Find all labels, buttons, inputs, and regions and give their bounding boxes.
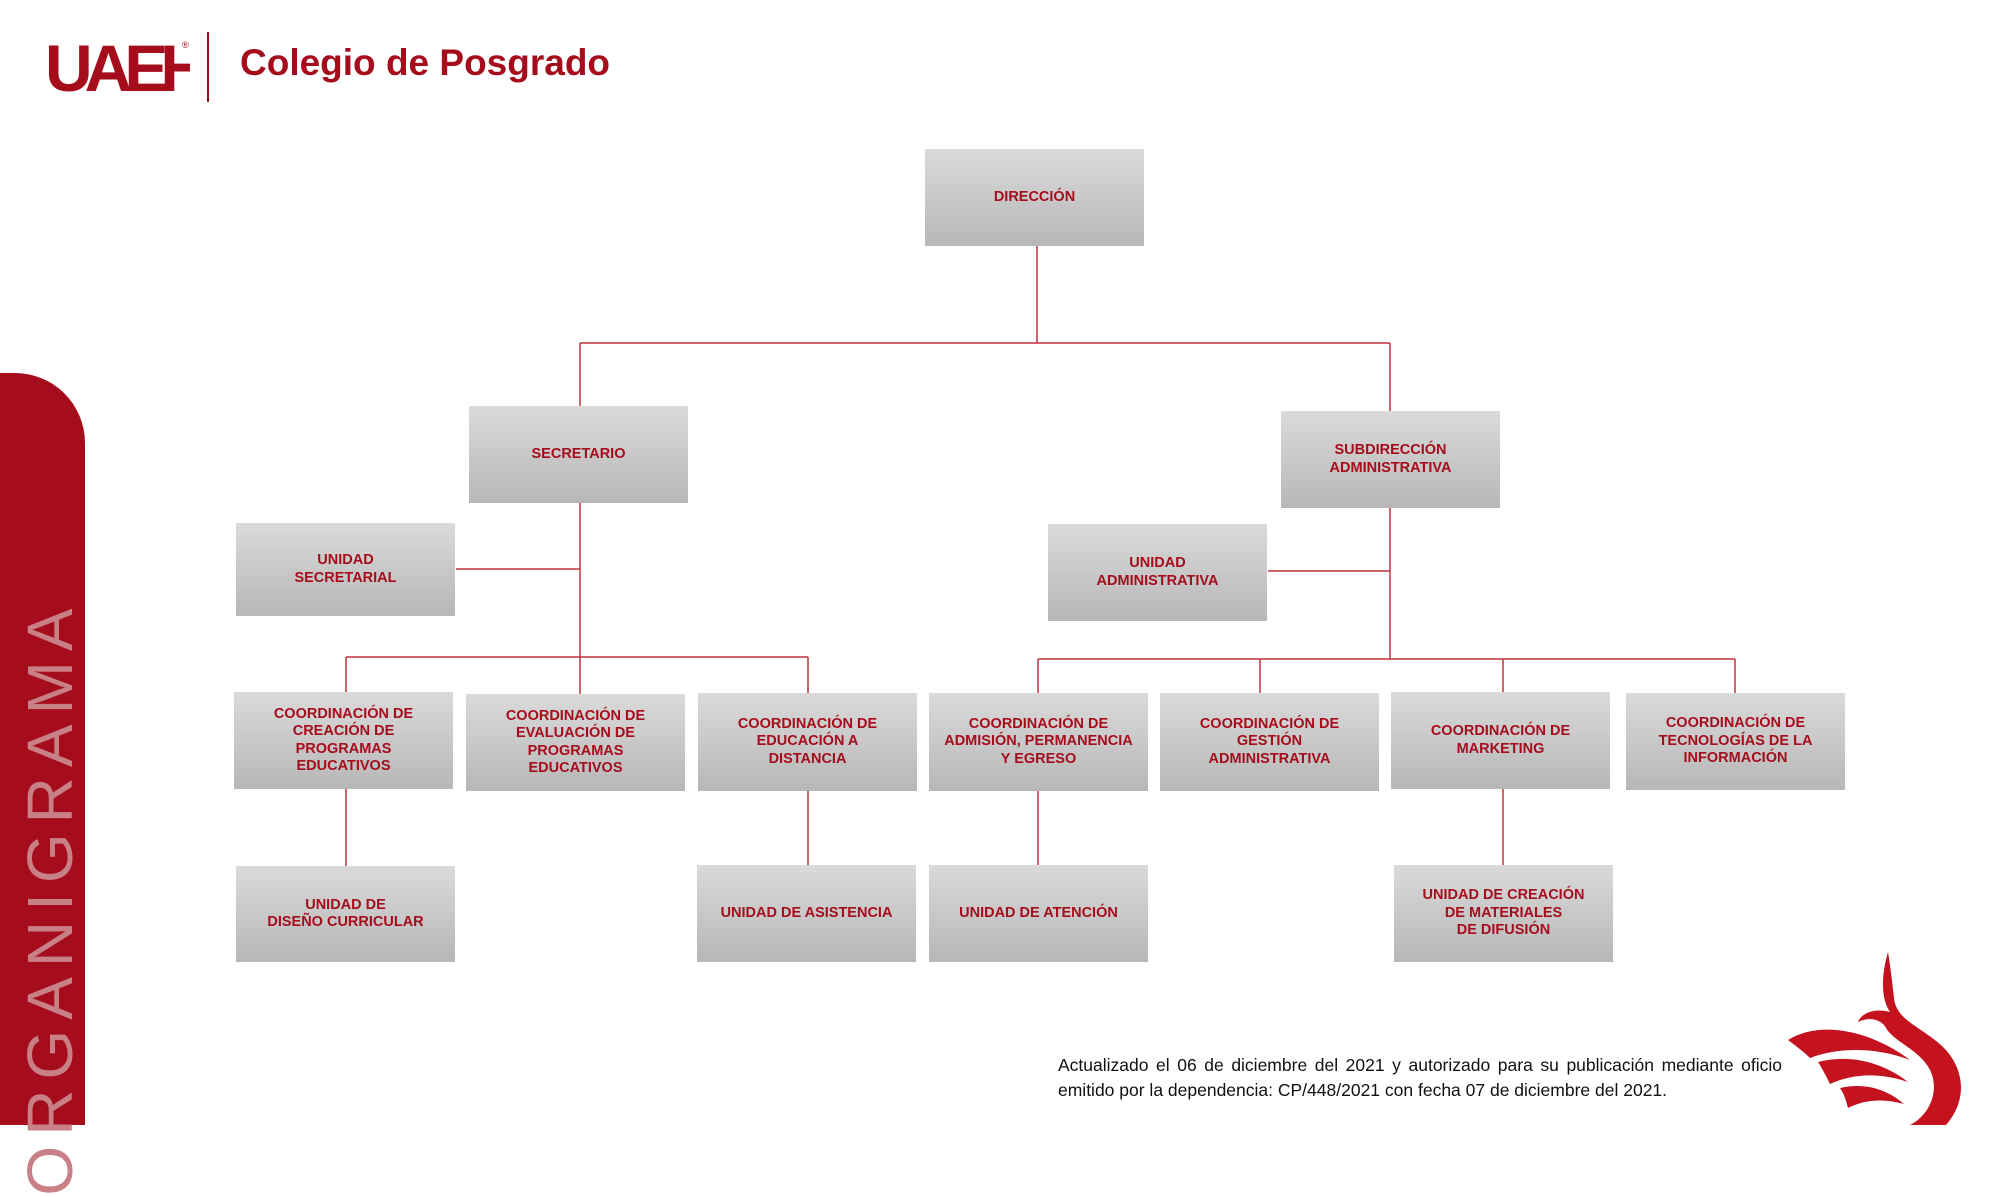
node-label: UNIDAD SECRETARIAL <box>294 552 397 586</box>
node-label: COORDINACIÓN DE EDUCACIÓN A DISTANCIA <box>737 715 878 767</box>
connector-lines <box>345 246 1736 866</box>
node-unidad-materiales: UNIDAD DE CREACIÓN DE MATERIALES DE DIFU… <box>1394 865 1613 962</box>
node-label: UNIDAD DE DISEÑO CURRICULAR <box>267 896 424 930</box>
node-label: UNIDAD DE ASISTENCIA <box>720 904 893 921</box>
node-label: SUBDIRECCIÓN ADMINISTRATIVA <box>1329 442 1452 476</box>
node-label: COORDINACIÓN DE ADMISIÓN, PERMANENCIA Y … <box>944 715 1133 767</box>
node-label: UNIDAD DE CREACIÓN DE MATERIALES DE DIFU… <box>1422 887 1585 939</box>
node-unidad-atencion: UNIDAD DE ATENCIÓN <box>929 865 1148 962</box>
node-label: SECRETARIO <box>531 445 626 462</box>
logo-text: UAEH <box>45 36 190 98</box>
node-coord-gestion: COORDINACIÓN DE GESTIÓN ADMINISTRATIVA <box>1160 693 1379 791</box>
node-coord-marketing: COORDINACIÓN DE MARKETING <box>1391 692 1610 789</box>
node-coord-creacion: COORDINACIÓN DE CREACIÓN DE PROGRAMAS ED… <box>234 692 453 789</box>
node-label: UNIDAD DE ATENCIÓN <box>959 904 1118 921</box>
svg-text:®: ® <box>182 40 189 50</box>
node-label: COORDINACIÓN DE TECNOLOGÍAS DE LA INFORM… <box>1658 715 1813 767</box>
node-label: DIRECCIÓN <box>993 188 1076 205</box>
node-label: COORDINACIÓN DE MARKETING <box>1430 723 1571 757</box>
node-unidad-administrativa: UNIDAD ADMINISTRATIVA <box>1048 524 1267 621</box>
node-direccion: DIRECCIÓN <box>925 149 1144 246</box>
footnote: Actualizado el 06 de diciembre del 2021 … <box>1058 1055 1782 1101</box>
node-coord-tecnologias: COORDINACIÓN DE TECNOLOGÍAS DE LA INFORM… <box>1626 693 1845 790</box>
node-coord-evaluacion: COORDINACIÓN DE EVALUACIÓN DE PROGRAMAS … <box>466 694 685 791</box>
node-unidad-secretarial: UNIDAD SECRETARIAL <box>236 523 455 616</box>
page-title: Colegio de Posgrado <box>240 42 611 83</box>
node-subdireccion: SUBDIRECCIÓN ADMINISTRATIVA <box>1281 411 1500 508</box>
node-unidad-diseno: UNIDAD DE DISEÑO CURRICULAR <box>236 866 455 962</box>
node-label: COORDINACIÓN DE CREACIÓN DE PROGRAMAS ED… <box>273 705 414 774</box>
node-unidad-asistencia: UNIDAD DE ASISTENCIA <box>697 865 916 962</box>
uaeh-bird-emblem <box>1788 952 1961 1125</box>
node-label: UNIDAD ADMINISTRATIVA <box>1096 555 1219 589</box>
header-separator <box>207 32 209 102</box>
node-label: COORDINACIÓN DE GESTIÓN ADMINISTRATIVA <box>1199 715 1340 767</box>
node-coord-educacion: COORDINACIÓN DE EDUCACIÓN A DISTANCIA <box>698 693 917 791</box>
node-secretario: SECRETARIO <box>469 406 688 503</box>
side-band <box>0 373 85 1125</box>
node-label: COORDINACIÓN DE EVALUACIÓN DE PROGRAMAS … <box>505 707 646 776</box>
node-coord-admision: COORDINACIÓN DE ADMISIÓN, PERMANENCIA Y … <box>929 693 1148 791</box>
uaeh-logo: UAEH ® <box>45 36 190 98</box>
